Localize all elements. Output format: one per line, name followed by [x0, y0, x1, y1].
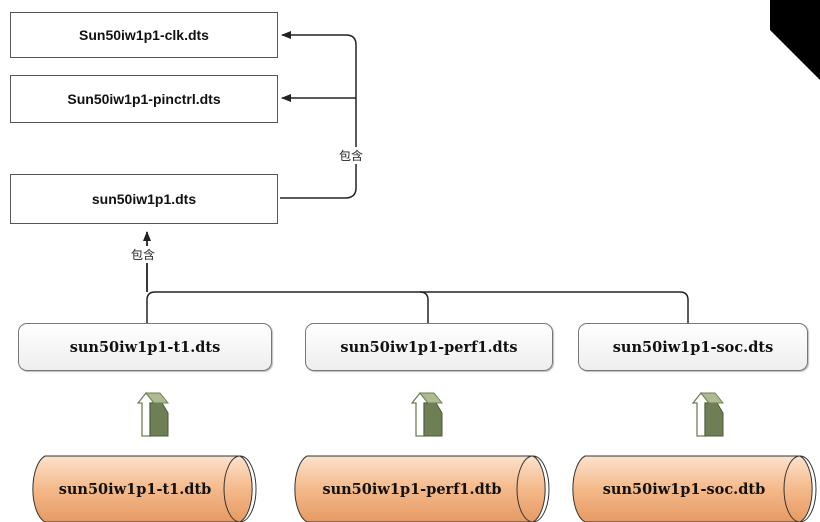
base-dts-box: sun50iw1p1.dts	[10, 174, 278, 224]
compile-arrow-icon	[136, 391, 170, 437]
include-edge-label: 包含	[337, 147, 366, 164]
compile-arrow-icon	[410, 391, 444, 437]
board-dts-box-soc: sun50iw1p1-soc.dts	[578, 323, 808, 371]
dtb-label-t1: sun50iw1p1-t1.dtb	[58, 480, 212, 498]
board-dts-box-t1: sun50iw1p1-t1.dts	[18, 323, 272, 371]
dtb-cylinder	[32, 455, 257, 522]
include-box-label: Sun50iw1p1-pinctrl.dts	[67, 91, 221, 107]
include-box-pinctrl: Sun50iw1p1-pinctrl.dts	[10, 75, 278, 123]
dtb-label-perf1: sun50iw1p1-perf1.dtb	[322, 480, 502, 498]
compile-arrow-icon	[691, 391, 725, 437]
include-box-label: Sun50iw1p1-clk.dts	[79, 27, 209, 43]
include-connector	[280, 31, 357, 199]
base-dts-label: sun50iw1p1.dts	[91, 191, 197, 207]
board-dts-label: sun50iw1p1-perf1.dts	[340, 338, 518, 356]
watermark-stroke	[770, 0, 820, 80]
dtb-cylinder	[572, 455, 817, 522]
board-connector-perf1	[419, 291, 429, 323]
include-box-clk: Sun50iw1p1-clk.dts	[10, 12, 278, 58]
board-dts-label: sun50iw1p1-soc.dts	[612, 338, 774, 356]
board-connector	[146, 291, 689, 323]
dtb-label-soc: sun50iw1p1-soc.dtb	[602, 480, 766, 498]
board-dts-label: sun50iw1p1-t1.dts	[69, 338, 221, 356]
board-dts-box-perf1: sun50iw1p1-perf1.dts	[305, 323, 553, 371]
include-edge-label: 包含	[129, 246, 158, 263]
dtb-cylinder	[294, 455, 550, 522]
